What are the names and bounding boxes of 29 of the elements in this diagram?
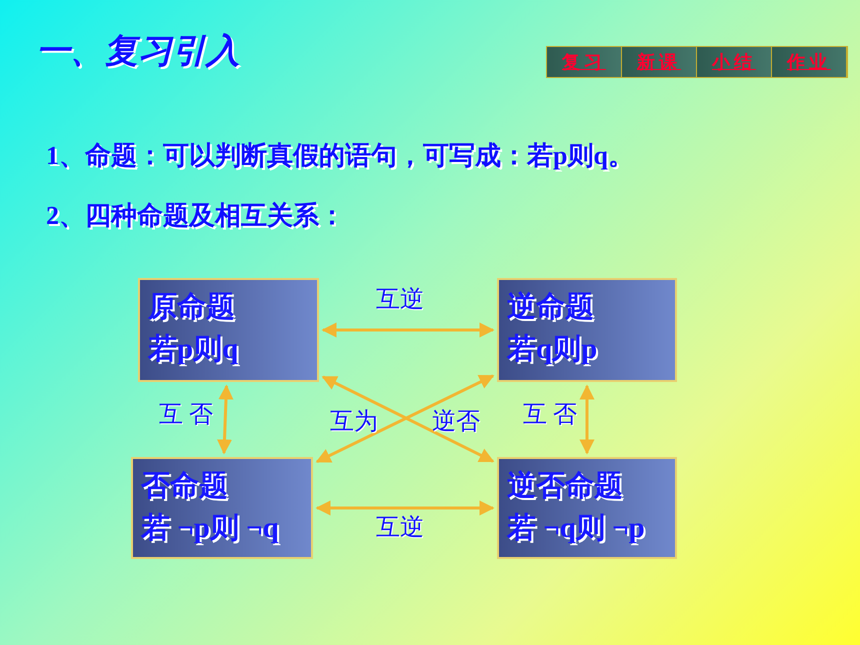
nav-link: 新课 xyxy=(622,47,697,77)
double-arrow xyxy=(580,384,594,454)
double-arrow xyxy=(217,384,234,454)
edge-label: 互 否 xyxy=(523,401,577,430)
double-arrow xyxy=(316,500,494,516)
proposition-box xyxy=(497,278,677,382)
diagonal-label: 互为 xyxy=(330,408,378,437)
double-arrow xyxy=(322,322,494,338)
proposition-text: 逆否命题 xyxy=(507,469,624,504)
nav-link: 小结 xyxy=(697,47,772,77)
proposition-text: 若p则q xyxy=(148,332,240,367)
nav-link: 作业 xyxy=(772,47,847,77)
slide-title: 一、复习引入 xyxy=(36,32,240,72)
proposition-box xyxy=(131,457,313,559)
proposition-box xyxy=(497,457,677,559)
proposition-box xyxy=(138,278,319,382)
edge-label: 互 否 xyxy=(159,401,213,430)
nav-link: 复习 xyxy=(547,47,622,77)
edge-label: 互逆 xyxy=(376,286,424,315)
proposition-text: 若 ¬p则 ¬q xyxy=(141,511,280,546)
diagonal-label: 逆否 xyxy=(432,408,480,437)
edge-label: 互逆 xyxy=(376,514,424,543)
proposition-text: 否命题 xyxy=(141,469,229,504)
proposition-text: 原命题 xyxy=(148,290,236,325)
proposition-text: 若 ¬q则 ¬p xyxy=(507,511,646,546)
proposition-text: 逆命题 xyxy=(507,290,595,325)
section-text: 2、四种命题及相互关系： xyxy=(46,200,345,232)
proposition-text: 若q则p xyxy=(507,332,598,367)
definition-text: 1、命题：可以判断真假的语句，可写成：若p则q。 xyxy=(46,140,634,172)
